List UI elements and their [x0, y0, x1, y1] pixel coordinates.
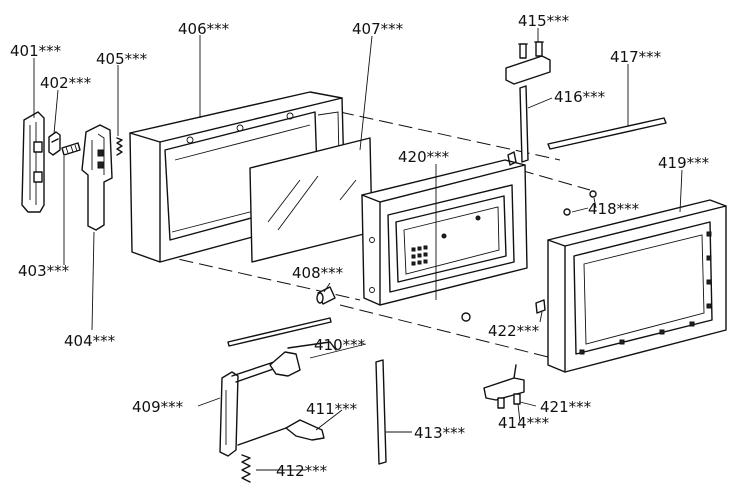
label-419: 419***: [658, 154, 710, 172]
label-409: 409***: [132, 398, 184, 416]
label-405: 405***: [96, 50, 148, 68]
label-406: 406***: [178, 20, 230, 38]
leader-lines: [33, 28, 683, 471]
part-419-back-cover: [547, 199, 727, 373]
part-403-screw: [61, 142, 81, 156]
part-404-handle: [81, 124, 113, 231]
label-410: 410***: [314, 336, 366, 354]
label-420: 420***: [398, 148, 450, 166]
label-403: 403***: [18, 262, 70, 280]
part-416-vertical-rod: [519, 85, 529, 163]
part-411-lever: [237, 419, 325, 446]
label-421: 421***: [540, 398, 592, 416]
part-412-spring: [241, 454, 251, 483]
label-412: 412***: [276, 462, 328, 480]
label-415: 415***: [518, 12, 570, 30]
label-411: 411***: [306, 400, 358, 418]
part-422-screw: [461, 299, 546, 322]
part-415-top-bracket: [505, 41, 551, 85]
part-413-vertical-rod: [375, 359, 387, 465]
vent-holes: [411, 245, 428, 266]
label-422: 422***: [488, 322, 540, 340]
part-418-screws: [563, 190, 597, 216]
label-413: 413***: [414, 424, 466, 442]
part-402-latch: [48, 131, 61, 156]
label-402: 402***: [40, 74, 92, 92]
cover-tabs: [579, 231, 712, 355]
label-418: 418***: [588, 200, 640, 218]
label-401: 401***: [10, 42, 62, 60]
label-407: 407***: [352, 20, 404, 38]
part-420-inner-door-panel: [361, 151, 528, 306]
part-417-long-rod: [547, 117, 667, 150]
label-414: 414***: [498, 414, 550, 432]
label-417: 417***: [610, 48, 662, 66]
part-414-bottom-bracket: [483, 364, 525, 409]
part-labels: 401*** 402*** 403*** 404*** 405*** 406**…: [10, 12, 710, 480]
part-410-hinge-bracket: [269, 341, 337, 377]
label-404: 404***: [64, 332, 116, 350]
part-409-hinge-arm: [219, 359, 283, 457]
part-401-handle-cover: [21, 111, 45, 213]
label-416: 416***: [554, 88, 606, 106]
lower-rod: [227, 317, 332, 347]
label-408: 408***: [292, 264, 344, 282]
part-405-spring: [116, 137, 123, 156]
